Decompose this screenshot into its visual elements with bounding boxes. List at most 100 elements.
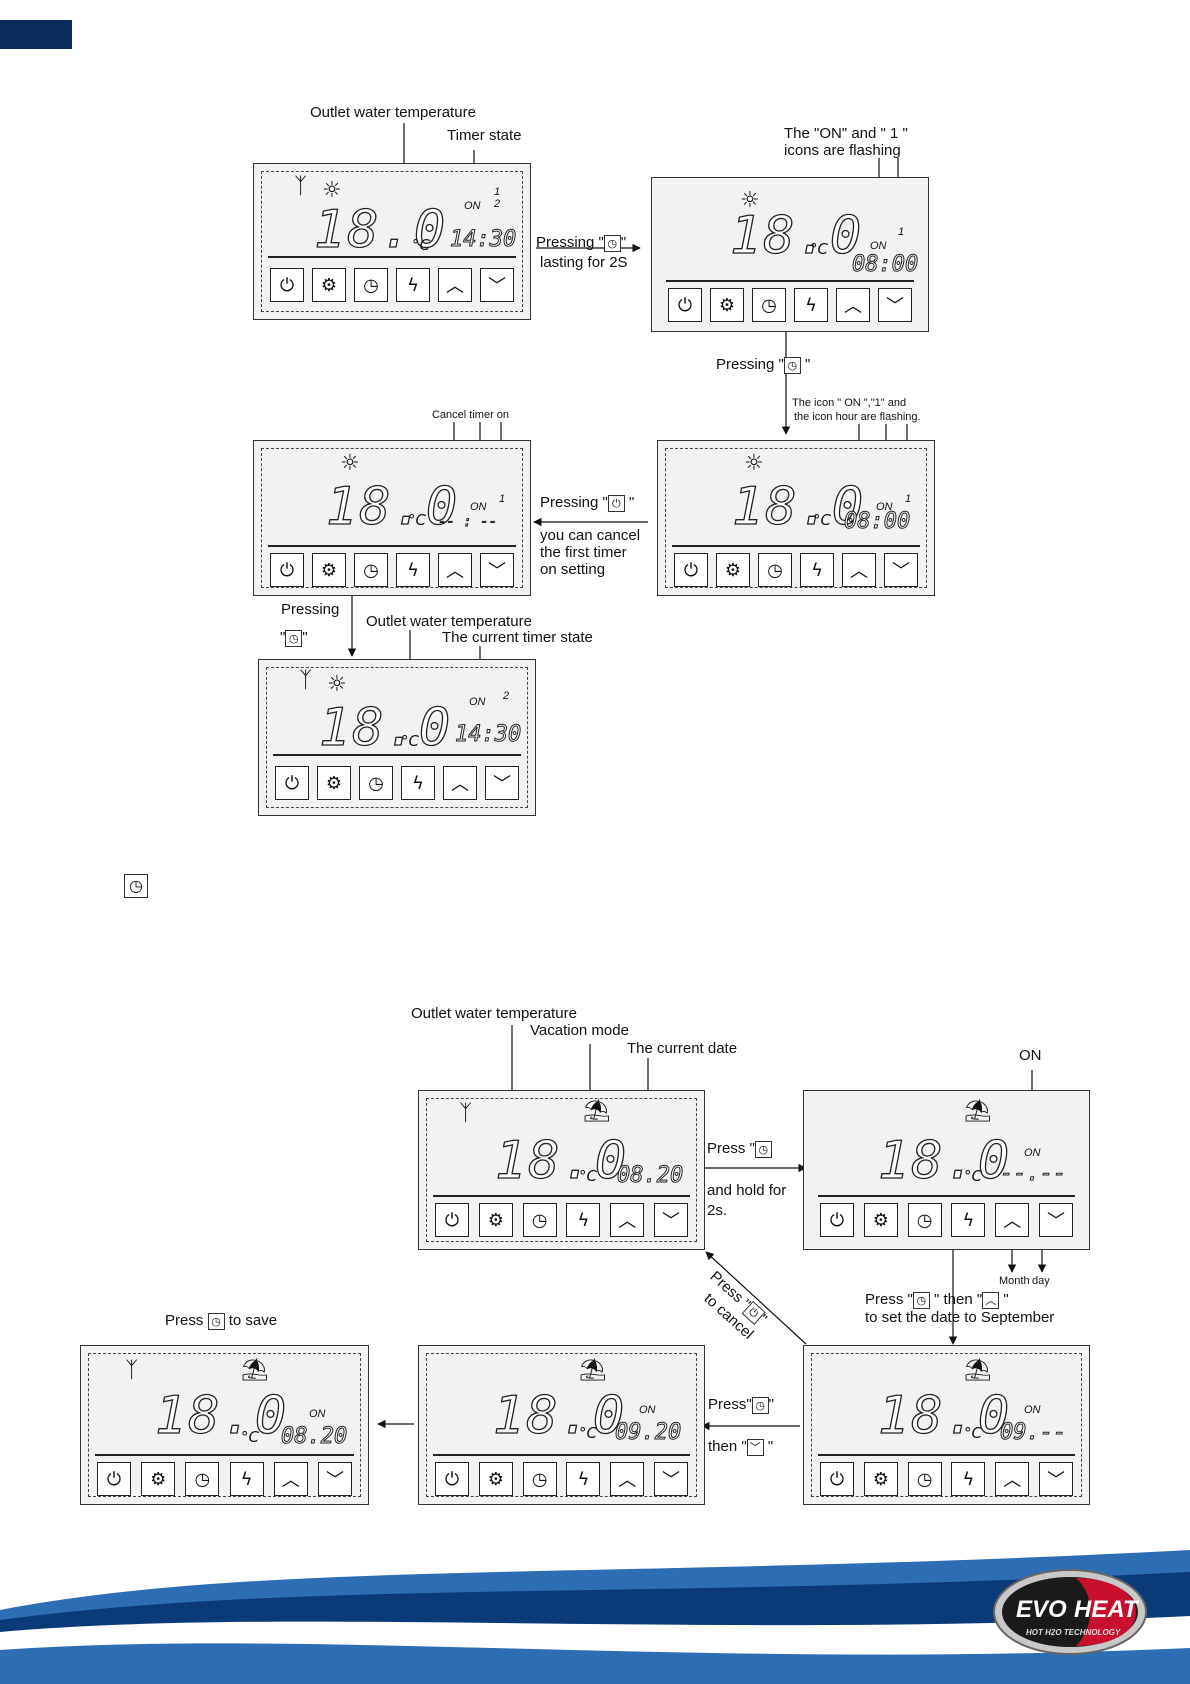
heat-button[interactable]: ϟ xyxy=(401,766,435,800)
label-flashing-line2: icons are flashing xyxy=(784,142,901,159)
power-button[interactable]: ⏻ xyxy=(275,766,309,800)
down-button[interactable]: ﹀ xyxy=(480,553,514,587)
power-button[interactable]: ⏻ xyxy=(97,1462,131,1496)
down-button[interactable]: ﹀ xyxy=(653,1462,688,1496)
clock-button[interactable]: ◷ xyxy=(907,1462,942,1496)
clock-button[interactable]: ◷ xyxy=(522,1462,557,1496)
lcd-timer-flashing: ☼ 18.0 °C ON 1 08:00 ⏻ ⚙ ◷ ϟ ︿ ﹀ xyxy=(651,177,929,332)
label-press-clock-small: Press"◷" xyxy=(708,1396,774,1414)
heat-button[interactable]: ϟ xyxy=(566,1203,601,1237)
down-button[interactable]: ﹀ xyxy=(1038,1203,1073,1237)
heat-button[interactable]: ϟ xyxy=(566,1462,601,1496)
lcd-date: 09.20 xyxy=(614,1420,682,1445)
lcd-unit: °C xyxy=(401,732,419,750)
mode-button[interactable]: ⚙ xyxy=(478,1203,513,1237)
up-button[interactable]: ︿ xyxy=(836,288,870,322)
up-button[interactable]: ︿ xyxy=(438,268,472,302)
up-button[interactable]: ︿ xyxy=(273,1462,308,1496)
heat-button[interactable]: ϟ xyxy=(396,553,430,587)
clock-button[interactable]: ◷ xyxy=(522,1203,557,1237)
power-button[interactable]: ⏻ xyxy=(674,553,708,587)
label-hour-flash-2: the icon hour are flashing. xyxy=(794,411,921,423)
lcd-clock: -- : -- xyxy=(437,514,498,530)
lcd-on-indicator: ON xyxy=(876,501,893,513)
clock-button[interactable]: ◷ xyxy=(907,1203,942,1237)
clock-button[interactable]: ◷ xyxy=(752,288,786,322)
heat-button[interactable]: ϟ xyxy=(800,553,834,587)
heat-button[interactable]: ϟ xyxy=(396,268,430,302)
lcd-temperature: 18.0 xyxy=(494,1131,629,1191)
up-arrow-icon: ︿ xyxy=(982,1291,1000,1309)
lcd-vacation-month: ⛱ 18.0 °C ON 09.-- ⏻ ⚙ ◷ ϟ ︿ ﹀ xyxy=(803,1345,1090,1505)
heat-button[interactable]: ϟ xyxy=(951,1203,986,1237)
lcd-timer-2: 2 xyxy=(503,690,510,702)
logo-text-evo: EVO xyxy=(1016,1596,1067,1623)
sun-icon: ☼ xyxy=(327,672,347,697)
lcd-on-indicator: ON xyxy=(870,240,887,252)
down-button[interactable]: ﹀ xyxy=(1038,1462,1073,1496)
down-button[interactable]: ﹀ xyxy=(485,766,519,800)
mode-button[interactable]: ⚙ xyxy=(312,268,346,302)
lcd-vacation-saved: ᛉ ⛱ 18.0 °C ON 08.20 ⏻ ⚙ ◷ ϟ ︿ ﹀ xyxy=(80,1345,369,1505)
heat-button[interactable]: ϟ xyxy=(229,1462,264,1496)
sun-icon: ☼ xyxy=(340,451,360,476)
clock-icon: ◷ xyxy=(751,1396,769,1414)
label-hold-1: and hold for xyxy=(707,1182,787,1199)
mode-button[interactable]: ⚙ xyxy=(863,1203,898,1237)
clock-button[interactable]: ◷ xyxy=(354,268,388,302)
mode-button[interactable]: ⚙ xyxy=(710,288,744,322)
power-button[interactable]: ⏻ xyxy=(435,1462,469,1496)
footer-wave xyxy=(0,1550,1190,1684)
up-button[interactable]: ︿ xyxy=(995,1462,1030,1496)
lcd-unit: °C xyxy=(241,1428,259,1446)
label-timer-state: Timer state xyxy=(447,127,522,144)
power-button[interactable]: ⏻ xyxy=(820,1203,854,1237)
beach-umbrella-icon: ⛱ xyxy=(241,1358,269,1383)
fan-icon: ᛉ xyxy=(294,174,308,199)
mode-button[interactable]: ⚙ xyxy=(716,553,750,587)
power-button[interactable]: ⏻ xyxy=(270,553,304,587)
label-outlet-temp-1: Outlet water temperature xyxy=(310,104,476,121)
mode-button[interactable]: ⚙ xyxy=(317,766,351,800)
mode-button[interactable]: ⚙ xyxy=(863,1462,898,1496)
up-button[interactable]: ︿ xyxy=(995,1203,1030,1237)
lcd-date: --.-- xyxy=(999,1161,1067,1186)
clock-button[interactable]: ◷ xyxy=(354,553,388,587)
clock-icon: ◷ xyxy=(285,629,303,647)
beach-umbrella-icon: ⛱ xyxy=(579,1358,607,1383)
down-button[interactable]: ﹀ xyxy=(317,1462,352,1496)
lcd-temperature: 18.0 xyxy=(154,1386,289,1446)
power-button[interactable]: ⏻ xyxy=(820,1462,854,1496)
up-button[interactable]: ︿ xyxy=(610,1462,645,1496)
mode-button[interactable]: ⚙ xyxy=(312,553,346,587)
lcd-vacation-day: ⛱ 18.0 °C ON 09.20 ⏻ ⚙ ◷ ϟ ︿ ﹀ xyxy=(418,1345,705,1505)
heat-button[interactable]: ϟ xyxy=(951,1462,986,1496)
label-month: Month xyxy=(999,1275,1030,1287)
power-button[interactable]: ⏻ xyxy=(668,288,702,322)
lcd-timer-result: ᛉ ☼ 18.0 °C ON 2 14:30 ⏻ ⚙ ◷ ϟ ︿ ﹀ xyxy=(258,659,536,816)
label-flashing-line1: The "ON" and " 1 " xyxy=(784,125,908,142)
down-button[interactable]: ﹀ xyxy=(480,268,514,302)
clock-icon: ◷ xyxy=(124,874,148,898)
down-button[interactable]: ﹀ xyxy=(884,553,918,587)
lcd-temperature: 18.0 xyxy=(877,1386,1012,1446)
down-button[interactable]: ﹀ xyxy=(878,288,912,322)
power-button[interactable]: ⏻ xyxy=(270,268,304,302)
mode-button[interactable]: ⚙ xyxy=(141,1462,176,1496)
fan-icon: ᛉ xyxy=(459,1101,473,1126)
clock-button[interactable]: ◷ xyxy=(359,766,393,800)
clock-button[interactable]: ◷ xyxy=(758,553,792,587)
sun-icon: ☼ xyxy=(744,451,764,476)
power-button[interactable]: ⏻ xyxy=(435,1203,469,1237)
up-button[interactable]: ︿ xyxy=(610,1203,645,1237)
heat-button[interactable]: ϟ xyxy=(794,288,828,322)
mode-button[interactable]: ⚙ xyxy=(478,1462,513,1496)
lcd-temperature: 18.0 xyxy=(729,206,864,266)
clock-button[interactable]: ◷ xyxy=(185,1462,220,1496)
up-button[interactable]: ︿ xyxy=(443,766,477,800)
lcd-clock: 08:00 xyxy=(851,252,919,277)
up-button[interactable]: ︿ xyxy=(842,553,876,587)
up-button[interactable]: ︿ xyxy=(438,553,472,587)
lcd-timer-1: 1 xyxy=(905,493,912,505)
down-button[interactable]: ﹀ xyxy=(653,1203,688,1237)
